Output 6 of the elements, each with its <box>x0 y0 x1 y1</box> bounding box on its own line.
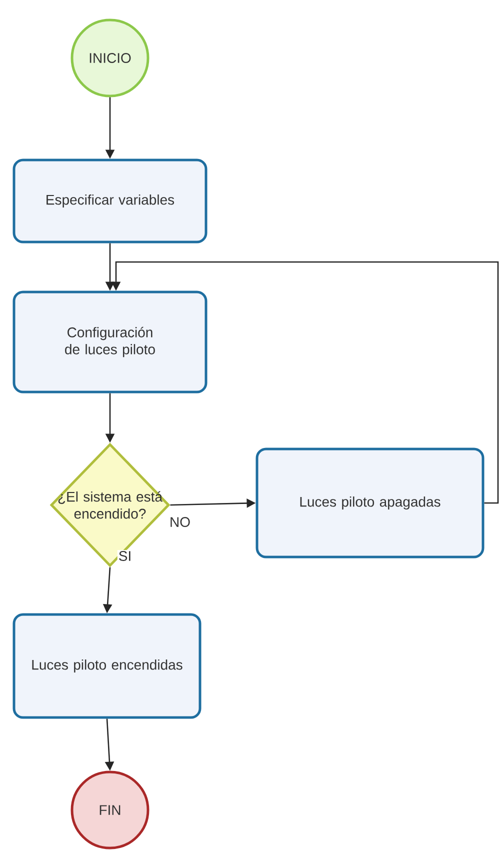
edge-label: SI <box>117 550 133 562</box>
process-box: Configuración de luces piloto <box>12 290 208 394</box>
process-box: Luces piloto apagadas <box>256 448 484 558</box>
edge-label: NO <box>168 516 192 528</box>
process-box: Luces piloto encendidas <box>12 613 202 719</box>
process-box: Especificar variables <box>12 158 208 244</box>
